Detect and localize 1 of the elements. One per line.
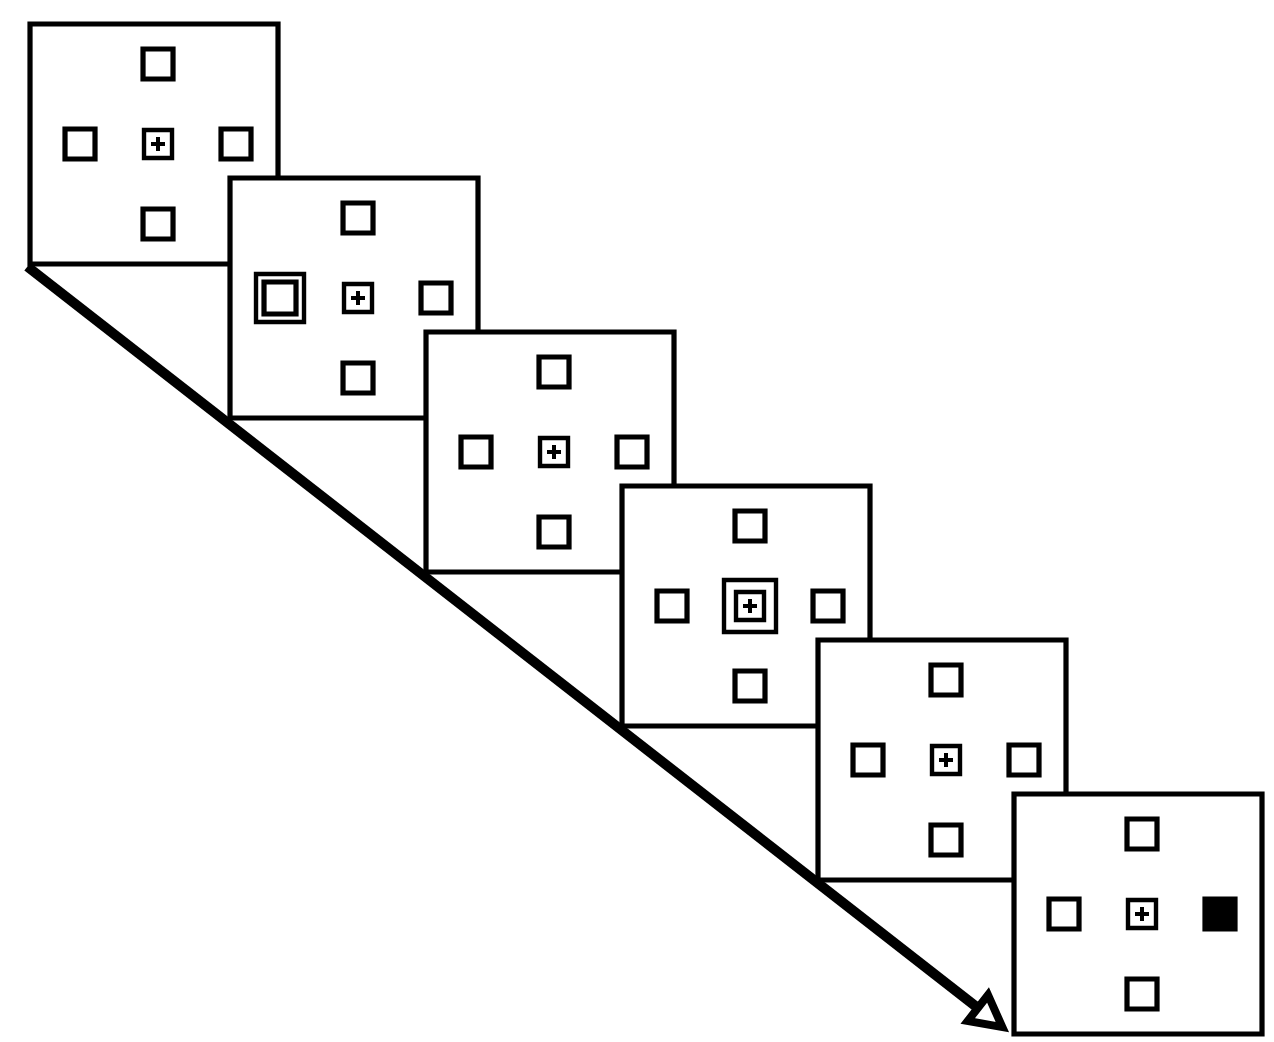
screen-panel xyxy=(1011,791,1265,1037)
